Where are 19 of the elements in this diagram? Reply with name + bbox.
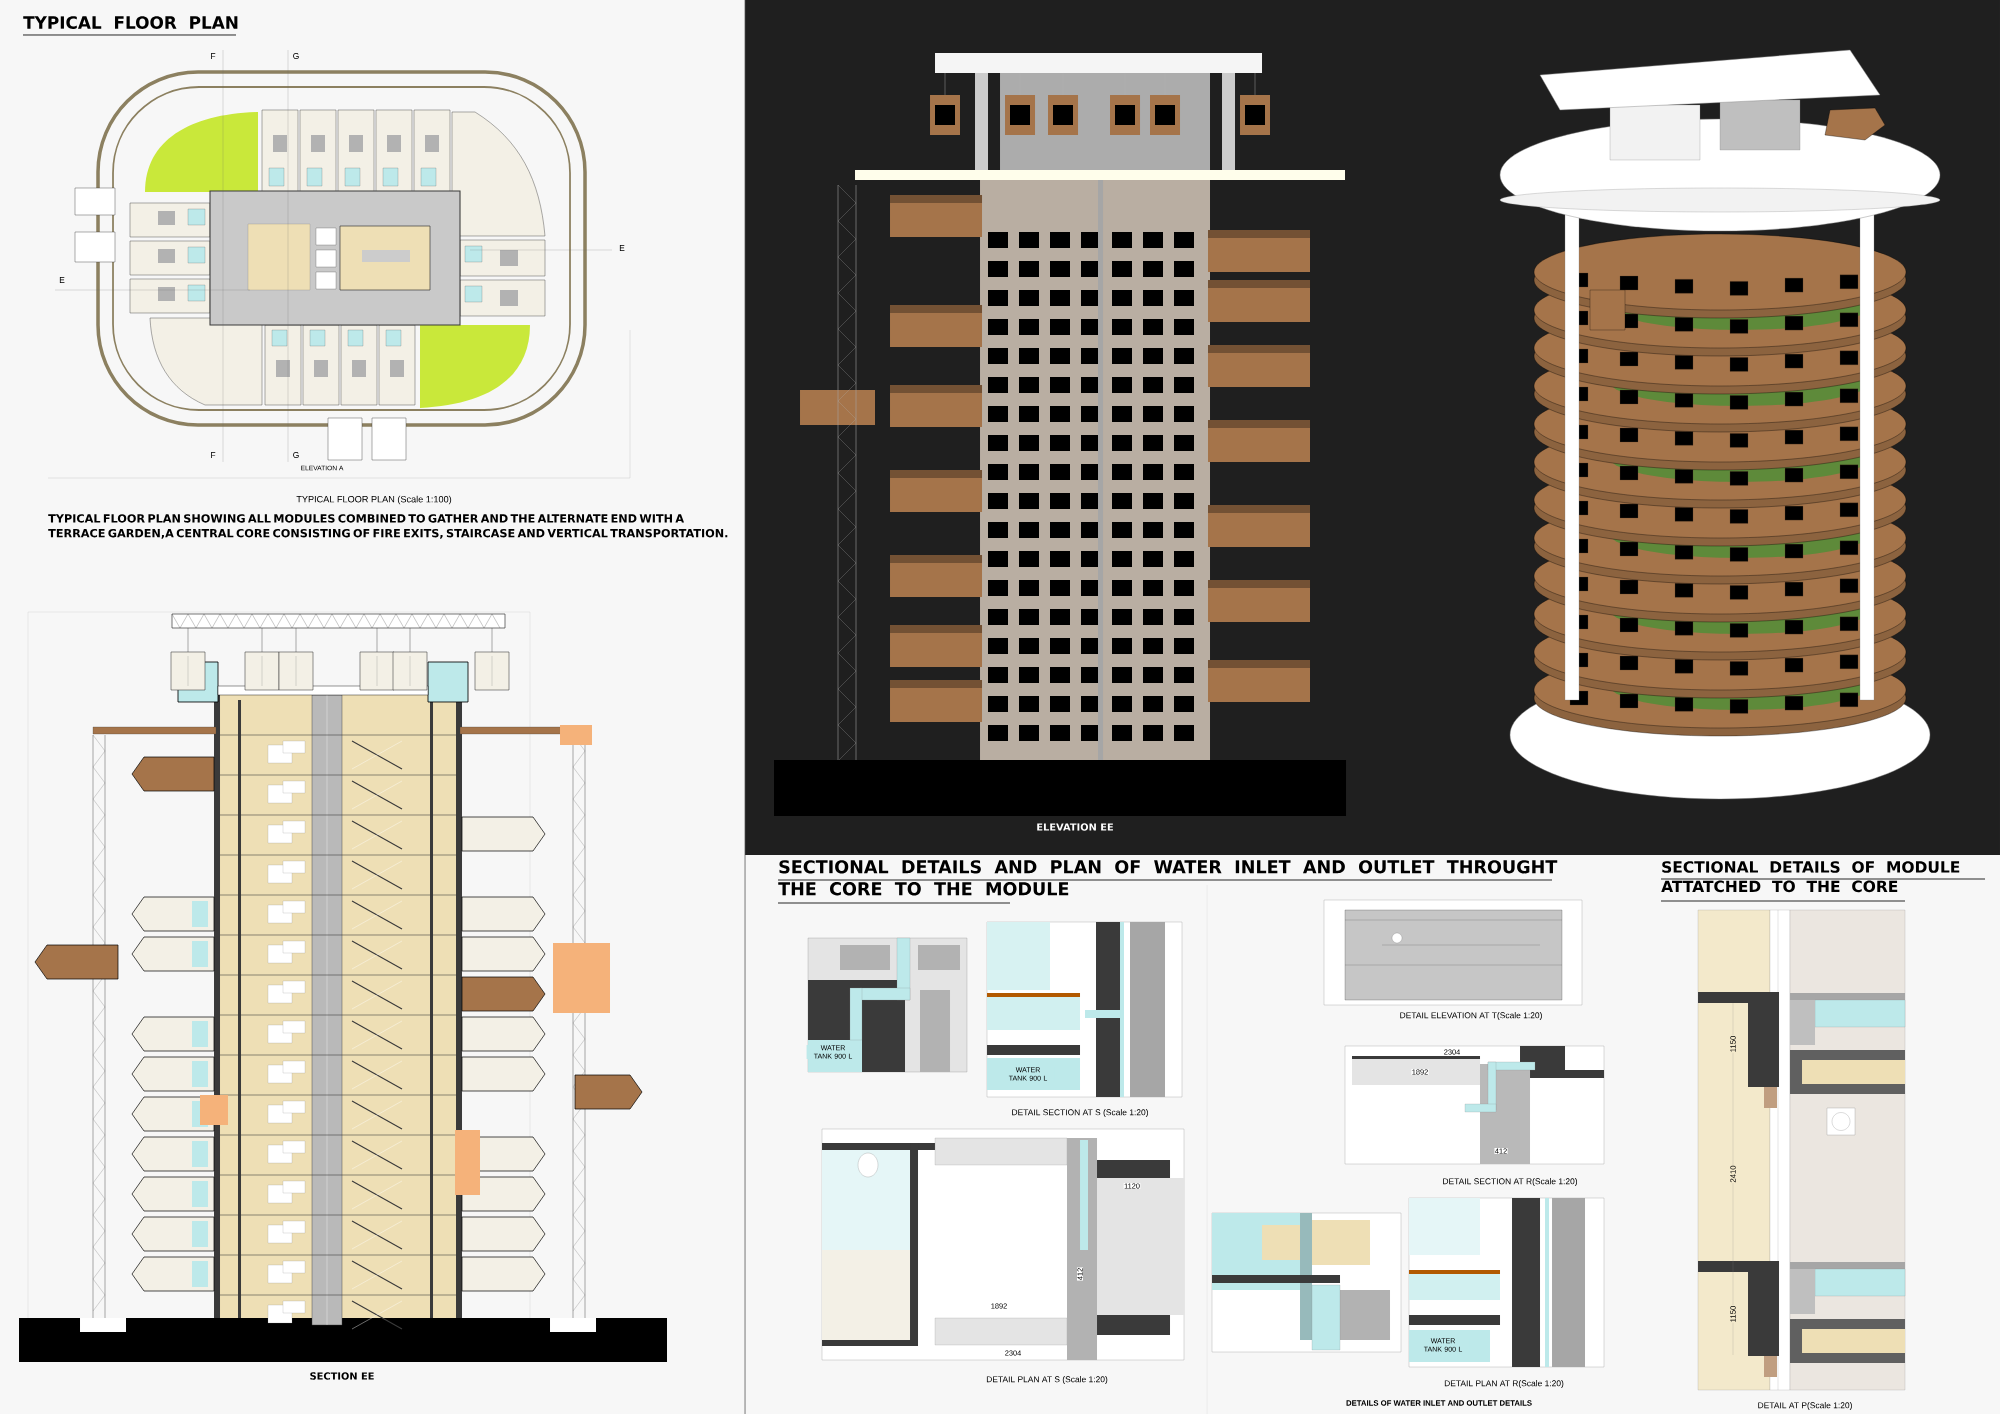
section-heading: SECTIONAL DETAILS OF MODULE ATTATCHED TO THE CORE: [1661, 861, 1960, 893]
drawing-caption: TYPICAL FLOOR PLAN (Scale 1:100): [296, 495, 452, 505]
drawing-caption: DETAIL ELEVATION AT T(Scale 1:20): [1400, 1012, 1542, 1020]
drawing-caption: DETAIL PLAN AT R(Scale 1:20): [1444, 1380, 1564, 1388]
section-marker: E: [59, 277, 65, 283]
description-text: TYPICAL FLOOR PLAN SHOWING ALL MODULES COMBINED TO GATHER AND THE ALTERNATE END WITH A TERRACE GARDEN,A CENTRAL CORE CONSISTING OF FIRE EXITS, STAIRCASE AND VERTICAL TRANSPORTATION.: [48, 514, 728, 539]
section-marker: F: [211, 53, 216, 59]
section-heading: SECTIONAL DETAILS AND PLAN OF WATER INLET AND OUTLET THROUGHT THE CORE TO THE MODULE: [778, 860, 1558, 896]
drawing-caption: DETAIL SECTION AT S (Scale 1:20): [1012, 1109, 1148, 1117]
section-heading: TYPICAL FLOOR PLAN: [23, 16, 238, 29]
section-marker: G: [293, 53, 299, 59]
drawing-caption: SECTION EE: [310, 1372, 374, 1380]
drawing-caption: ELEVATION EE: [1037, 823, 1113, 831]
drawing-caption: DETAIL PLAN AT S (Scale 1:20): [986, 1376, 1108, 1384]
section-marker: F: [211, 452, 216, 458]
section-marker: E: [619, 245, 625, 251]
drawing-caption: DETAIL AT P(Scale 1:20): [1758, 1402, 1852, 1410]
drawing-caption: DETAIL SECTION AT R(Scale 1:20): [1443, 1178, 1578, 1186]
section-marker: G: [293, 452, 299, 458]
